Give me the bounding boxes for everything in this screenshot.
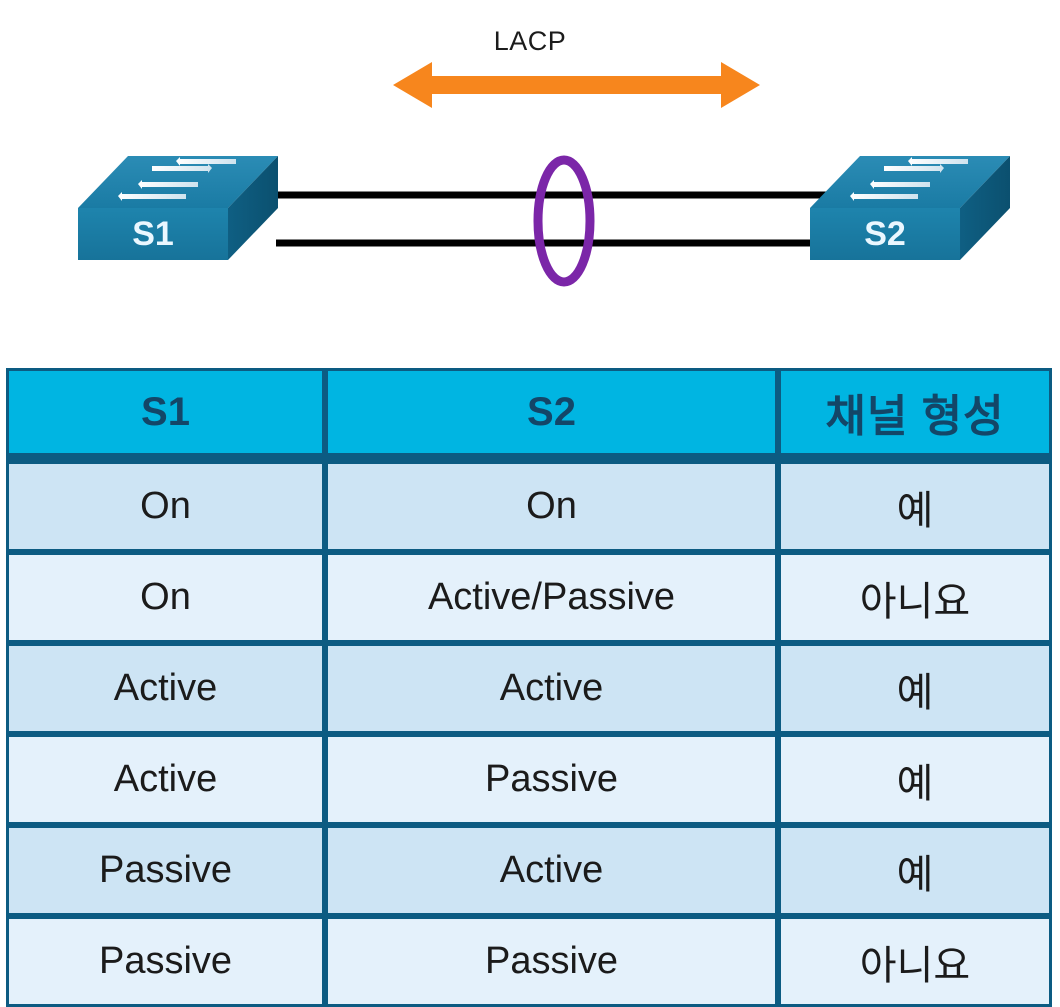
switch-s1-top-arrows	[118, 157, 236, 201]
table-header-row: S1 S2 채널 형성	[6, 368, 1052, 461]
table-row: Passive Active 예	[6, 825, 1052, 916]
table-row: Active Active 예	[6, 643, 1052, 734]
column-header-s1: S1	[6, 368, 325, 461]
lacp-mode-compatibility-table: S1 S2 채널 형성 On On 예 On Active/Passive 아니…	[6, 368, 1052, 1007]
cell-channel-formed: 예	[778, 825, 1052, 916]
cell-channel-formed: 예	[778, 734, 1052, 825]
table-row: On Active/Passive 아니요	[6, 552, 1052, 643]
switch-s2-top-arrows	[850, 157, 968, 201]
lacp-topology-diagram: LACP	[0, 0, 1060, 360]
lacp-protocol-label: LACP	[493, 26, 567, 56]
cell-s1-mode: On	[6, 552, 325, 643]
cell-s2-mode: Passive	[325, 916, 778, 1007]
cell-s2-mode: Active	[325, 825, 778, 916]
cell-s2-mode: On	[325, 461, 778, 552]
cell-s1-mode: Passive	[6, 916, 325, 1007]
table-row: On On 예	[6, 461, 1052, 552]
cell-channel-formed: 아니요	[778, 552, 1052, 643]
cell-s1-mode: Passive	[6, 825, 325, 916]
table-row: Active Passive 예	[6, 734, 1052, 825]
cell-channel-formed: 예	[778, 461, 1052, 552]
etherchannel-highlight-ellipse	[533, 155, 595, 287]
cell-s2-mode: Active	[325, 643, 778, 734]
cell-s2-mode: Passive	[325, 734, 778, 825]
cell-s1-mode: Active	[6, 734, 325, 825]
cell-s1-mode: On	[6, 461, 325, 552]
switch-s1: S1	[78, 156, 278, 260]
etherchannel-links	[276, 191, 830, 247]
cell-s1-mode: Active	[6, 643, 325, 734]
lacp-bidirectional-arrow	[393, 62, 760, 108]
column-header-channel-formation: 채널 형성	[778, 368, 1052, 461]
topology-canvas: S1 S2	[78, 62, 1010, 287]
cell-channel-formed: 예	[778, 643, 1052, 734]
switch-s2: S2	[810, 156, 1010, 260]
column-header-s2: S2	[325, 368, 778, 461]
cell-channel-formed: 아니요	[778, 916, 1052, 1007]
switch-s2-label: S2	[864, 215, 906, 253]
table-row: Passive Passive 아니요	[6, 916, 1052, 1007]
switch-s1-label: S1	[132, 215, 174, 253]
cell-s2-mode: Active/Passive	[325, 552, 778, 643]
